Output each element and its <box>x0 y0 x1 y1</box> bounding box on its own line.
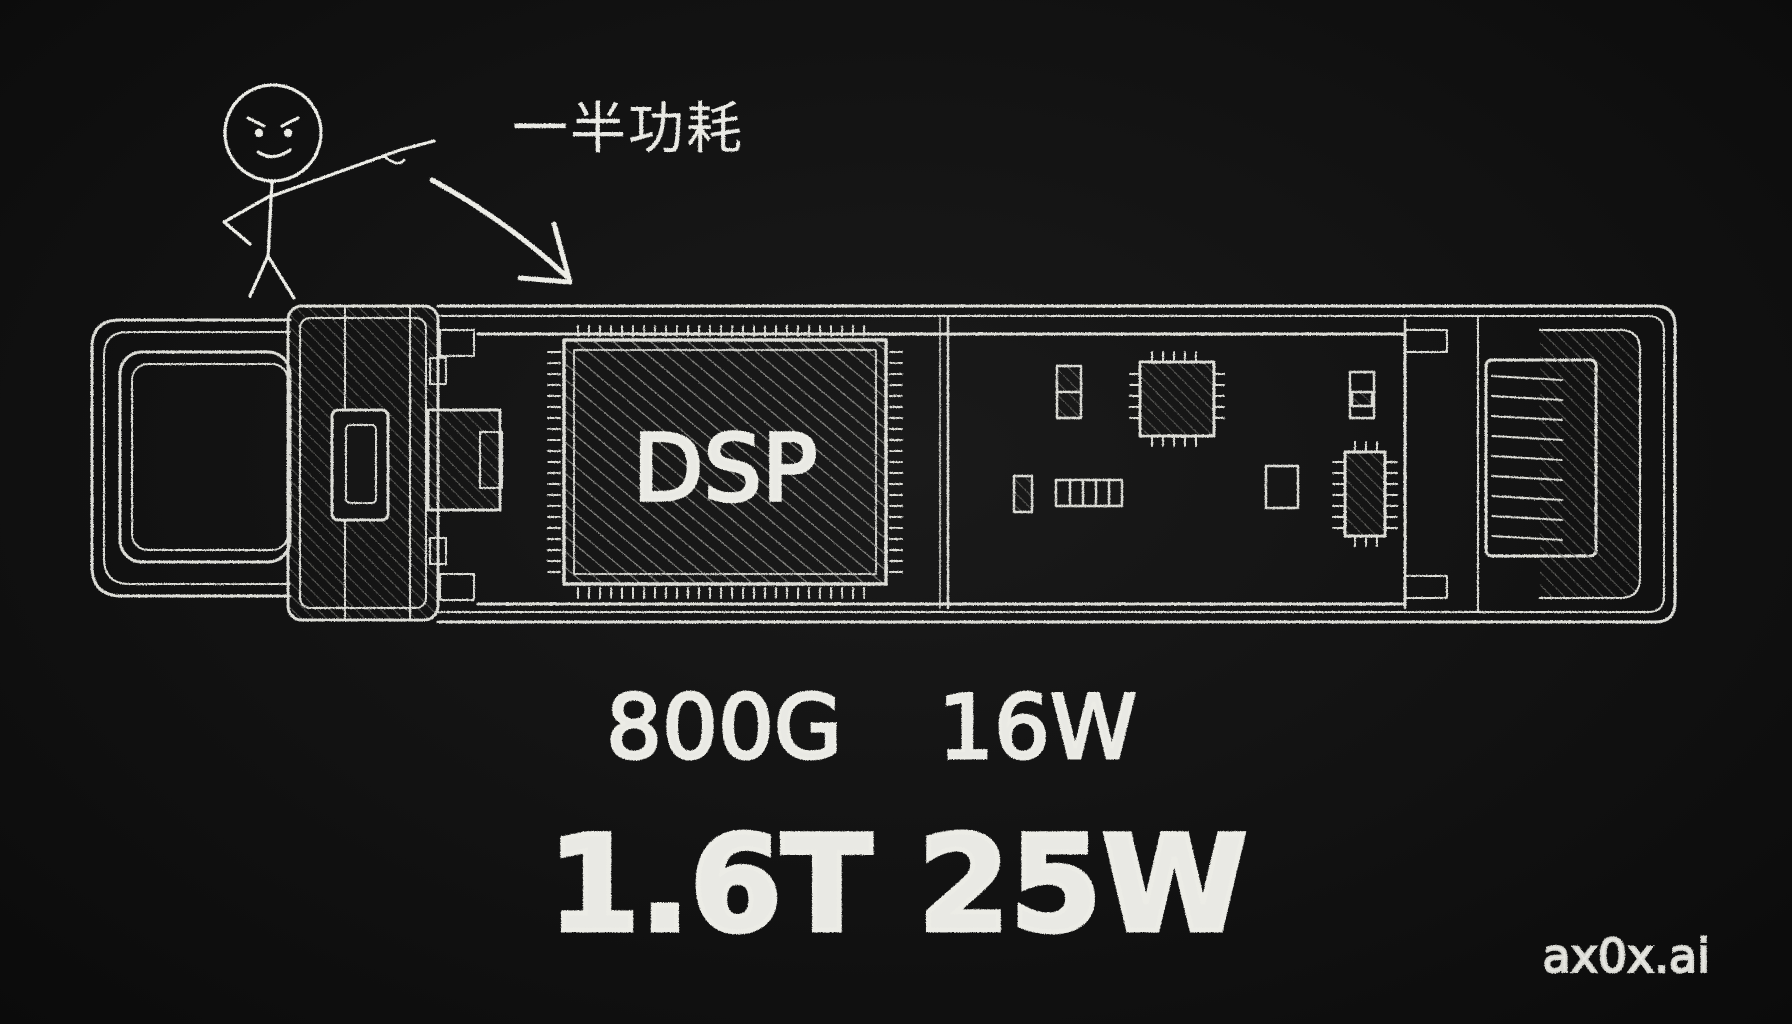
annotation-label: 一半功耗 <box>512 97 744 162</box>
spec-power-16w: 16W <box>938 676 1137 779</box>
chip-pin <box>1491 395 1563 401</box>
chip-pin <box>1491 375 1563 381</box>
edge-connector <box>1403 315 1641 613</box>
pull-tab <box>90 318 292 598</box>
dsp-chip <box>547 325 903 599</box>
stick-figure-icon <box>222 83 436 300</box>
chip-pin <box>1491 535 1563 541</box>
curved-arrow-icon <box>429 177 573 285</box>
chip-pin <box>1491 515 1563 521</box>
latch-block <box>286 304 440 622</box>
ic-chip-square <box>1129 351 1225 447</box>
chip-pin <box>1491 475 1563 481</box>
chip-pin <box>1491 415 1563 421</box>
watermark: ax0x.ai <box>1543 929 1711 983</box>
spec-rate-800g: 800G <box>606 676 842 779</box>
transceiver-module <box>90 304 1677 624</box>
chip-pin <box>1491 435 1563 441</box>
ic-chip-tall <box>1332 441 1398 547</box>
spec-rate-1-6t: 1.6T <box>548 808 872 962</box>
chip-pin <box>1491 455 1563 461</box>
dsp-label: DSP <box>633 415 818 522</box>
passive-components <box>1012 364 1376 514</box>
housing <box>426 304 1677 624</box>
chip-pin <box>1491 495 1563 501</box>
spec-power-25w: 25W <box>918 808 1247 962</box>
